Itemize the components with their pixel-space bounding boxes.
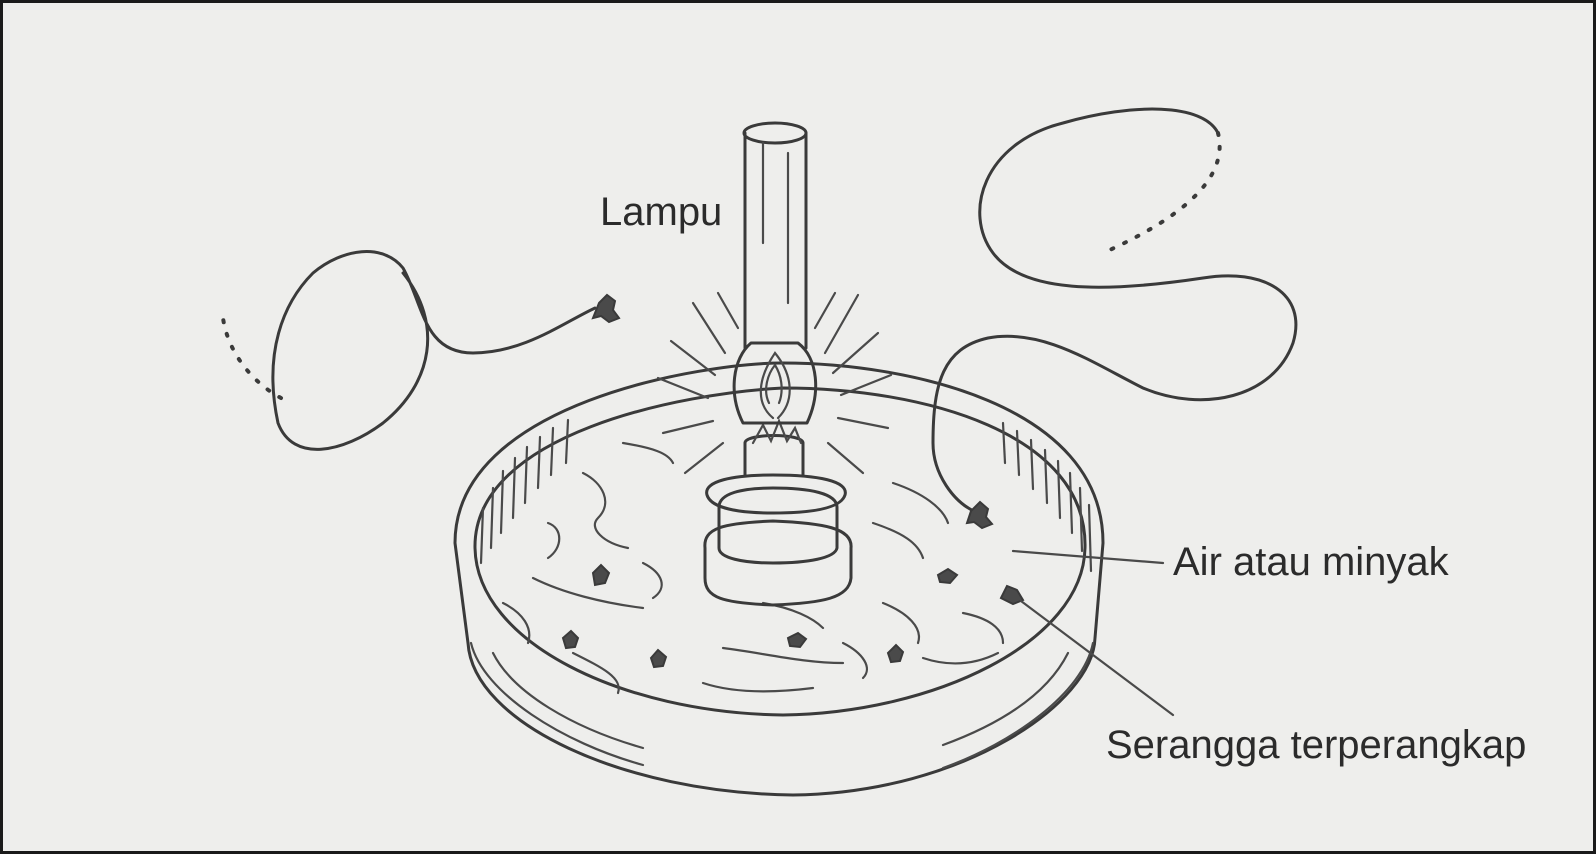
liquid-ripples <box>501 441 1005 695</box>
insect-trapped <box>649 648 668 669</box>
label-liquid: Air atau minyak <box>1173 540 1450 584</box>
insect-flying-right <box>965 500 994 530</box>
insect-flying-left <box>591 293 621 324</box>
rim-hatch-right <box>1001 421 1093 573</box>
insect-trapped <box>786 631 808 649</box>
leader-insects <box>1019 599 1175 717</box>
insect-trapped <box>591 563 611 587</box>
rim-hatch-left <box>479 418 570 565</box>
insect-trapped <box>936 567 959 585</box>
label-insects: Serangga terperangkap <box>1106 723 1526 767</box>
insect-trapped <box>561 629 580 650</box>
insect-icon <box>561 293 1025 669</box>
oil-lamp <box>703 121 853 607</box>
flight-paths <box>221 107 1298 515</box>
leader-lines <box>1011 549 1175 717</box>
label-lamp: Lampu <box>600 190 722 234</box>
dish-wall <box>469 641 1095 770</box>
insect-trap-diagram: Lampu Air atau minyak Serangga terperang… <box>221 107 1526 797</box>
insect-trapped <box>999 584 1025 606</box>
lamp-glow-rays <box>656 291 893 475</box>
dish <box>453 361 1105 797</box>
insect-trapped <box>886 643 905 664</box>
leader-liquid <box>1011 549 1165 565</box>
